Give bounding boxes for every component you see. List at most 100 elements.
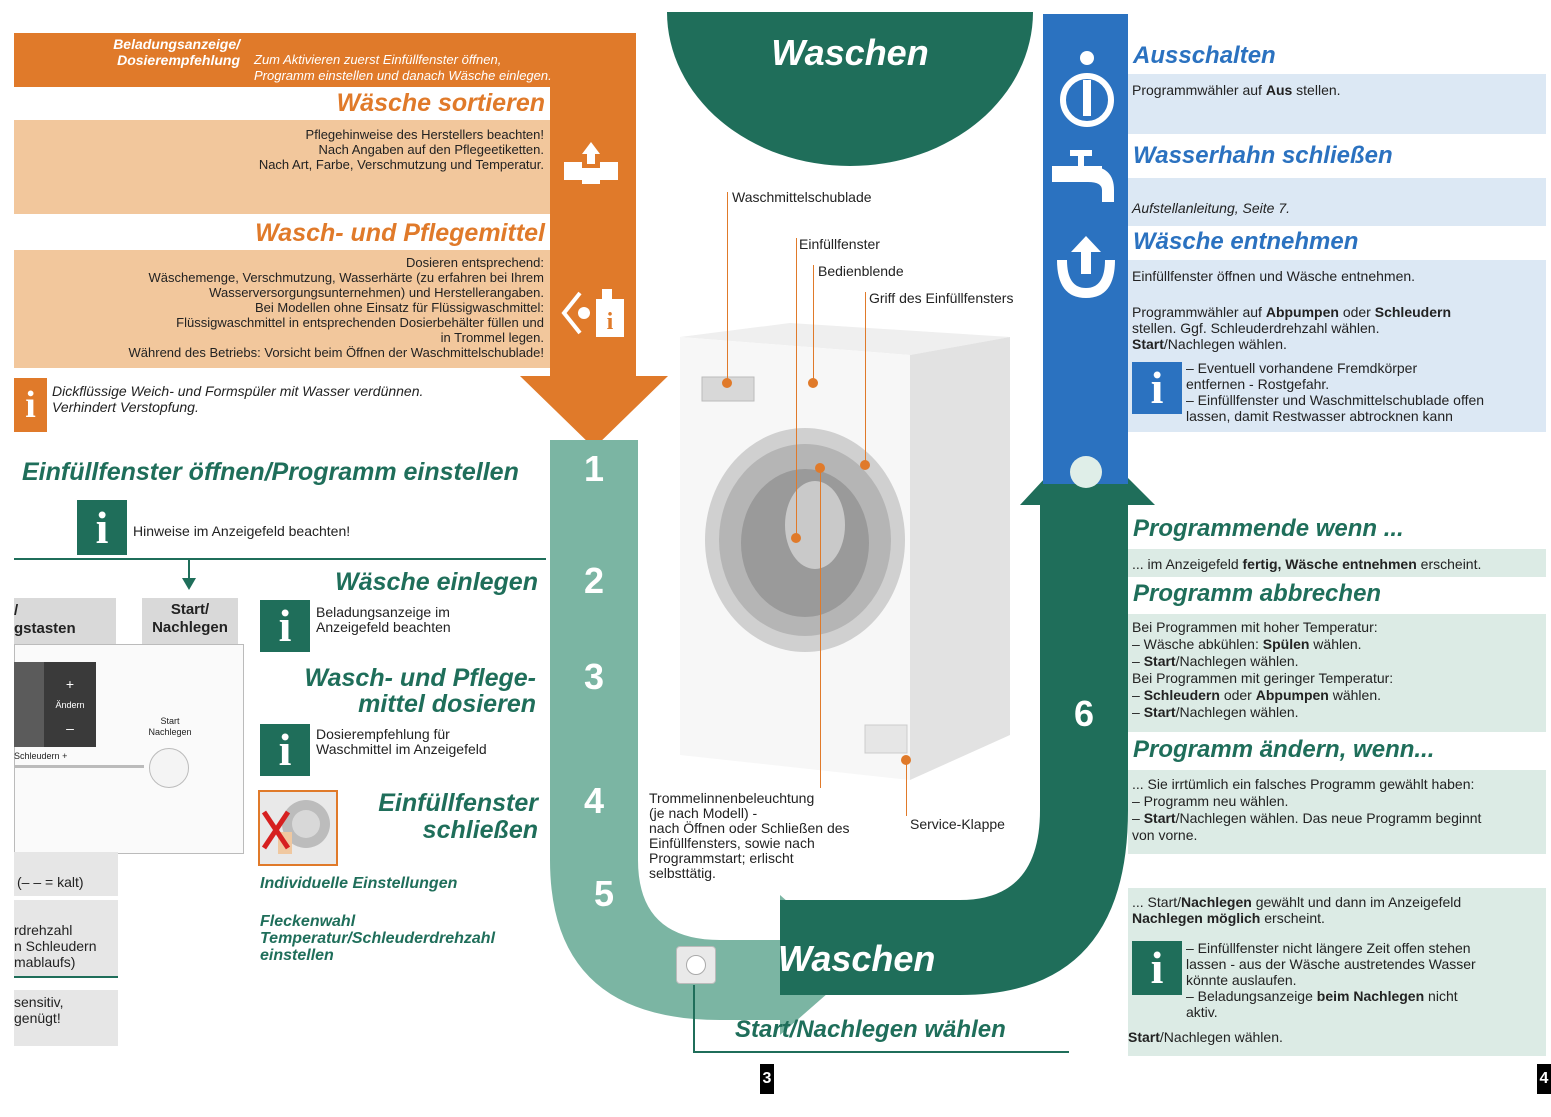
detergent-line: Bei Modellen ohne Einsatz für Flüssigwas… [254,300,544,315]
detergent-line: Dosieren entsprechend: [405,255,544,270]
label-window: Einfüllfenster [799,236,880,252]
off-box [1128,74,1546,134]
step-number-5: 5 [594,873,615,914]
handle-leader [865,292,866,462]
power-icon [1060,51,1114,127]
window-dot [791,533,801,543]
abort-2b: Spülen [1262,636,1310,652]
off-text-pre: Programmwähler auf [1132,82,1266,98]
change-3a: – [1132,810,1144,826]
abort-6c: /Nachlegen wählen. [1175,704,1299,720]
off-text-post: stellen. [1292,82,1341,98]
remove-note: – Einfüllfenster und Waschmittelschublad… [1186,392,1485,424]
handle-dot [860,460,870,470]
remove-note: – Eventuell vorhandene Fremdkörper entfe… [1186,360,1418,392]
abort-3c: /Nachlegen wählen. [1175,653,1299,669]
panel-slider [14,765,144,768]
abort-box [1128,614,1546,732]
drawer-dot [722,378,732,388]
remove-2c: oder [1338,304,1375,320]
change-line: – Start/Nachlegen wählen. Das neue Progr… [1132,810,1546,844]
service-leader [906,760,907,816]
dark-green-u-band [780,435,1155,995]
abort-5b: Schleudern [1143,687,1220,703]
tap-text: Aufstellanleitung, Seite 7. [1132,200,1290,216]
small-round-icon-inner [686,955,706,975]
off-text: Programmwähler auf Aus stellen. [1132,82,1341,98]
window-leader [796,238,797,538]
change-box [1128,770,1546,854]
remove-2d: Schleudern [1374,304,1451,320]
label-handle: Griff des Einfüllfensters [869,290,1014,306]
start-label: Start/Nachlegen wählen [735,1016,1006,1043]
abort-6a: – [1132,704,1144,720]
panel-spin: Schleudern [14,751,60,761]
abort-text: Bei Programmen mit hoher Temperatur: – W… [1132,619,1393,721]
remove-laundry-icon [1057,236,1115,298]
note-text: Dickflüssige Weich- und Formspüler mit W… [52,383,424,415]
panel-col2-label: Start/ Nachlegen [152,601,228,636]
add-note-1: – Einfüllfenster nicht längere Zeit offe… [1186,940,1476,988]
change-line: – Programm neu wählen. [1132,793,1289,809]
add-note-2: – Beladungsanzeige beim Nachlegen nicht … [1186,988,1546,1020]
add-2b: erscheint. [1260,910,1325,926]
abort-line: – Start/Nachlegen wählen. [1132,704,1393,721]
white-circle-marker [1070,456,1102,488]
add-note-2b: beim Nachlegen [1316,988,1425,1004]
panel-start-knob [149,748,189,788]
panel-leader [813,265,814,383]
washing-machine-illustration [680,323,1010,780]
end-a: ... im Anzeigefeld [1132,556,1243,572]
off-title: Ausschalten [1133,42,1276,69]
spin-text: rdrehzahl n Schleudern mablaufs) [14,922,97,970]
cold-text: (– – = kalt) [17,874,84,890]
remove-info-icon: i [1132,362,1182,414]
label-service: Service-Klappe [910,816,1005,832]
remove-title: Wäsche entnehmen [1133,228,1359,255]
abort-line: – Schleudern oder Abpumpen wählen. [1132,687,1393,704]
sensitive-box [14,990,118,1046]
change-3b: Start [1143,810,1176,826]
abort-5d: Abpumpen [1255,687,1329,703]
top-wash-title: Waschen [771,32,929,73]
dose-title: Wasch- und Pflege- mittel dosieren [304,664,536,718]
detergent-line: Wäschemenge, Verschmutzung, Wasserhärte … [148,270,544,285]
remove-2f: Start [1132,336,1164,352]
change-3c: /Nachlegen wählen. Das neue Programm beg… [1132,810,1482,843]
sort-box [14,120,550,214]
add-final: Start/Nachlegen wählen. [1128,1029,1283,1045]
panel-col1-label: / gstasten [14,602,76,637]
arrow-down-small [182,578,196,590]
remove-text-1: Einfüllfenster öffnen und Wäsche entnehm… [1132,268,1416,284]
abort-6b: Start [1143,704,1176,720]
add-info-icon: i [1132,941,1182,995]
detergent-box [14,250,550,368]
start-line-horizontal [693,1051,1069,1053]
step-number-2: 2 [584,560,605,601]
step-number-1: 1 [584,448,605,489]
add-box [1128,888,1546,1056]
detergent-lines: Dosieren entsprechend: Wäschemenge, Vers… [14,255,544,360]
abort-3b: Start [1143,653,1176,669]
detergent-line: Flüssigwaschmittel in entsprechenden Dos… [176,315,544,330]
note-info-icon: i [14,378,47,432]
svg-text:i: i [607,309,614,335]
orange-header-band [14,33,550,87]
step-number-3: 3 [584,656,605,697]
remove-2b: Abpumpen [1265,304,1339,320]
abort-line: – Wäsche abkühlen: Spülen wählen. [1132,636,1393,653]
sort-line: Nach Angaben auf den Pflegeetiketten. [318,142,544,157]
add-final-b: /Nachlegen wählen. [1159,1029,1283,1045]
end-b: fertig, Wäsche entnehmen [1242,556,1417,572]
add-2a: Nachlegen möglich [1132,910,1261,926]
panel-spin-plus: + [62,751,68,761]
add-line-2: Nachlegen möglich erscheint. [1132,910,1461,926]
stain-settings: Fleckenwahl Temperatur/Schleuderdrehzahl… [260,913,496,964]
add-note-2c: nicht aktiv. [1186,988,1458,1020]
light-green-u-band [550,440,860,1035]
panel-start-label: Start Nachlegen [148,716,192,737]
detergent-icon: i [561,289,624,337]
abort-5a: – [1132,687,1144,703]
top-wash-half-circle [667,12,1033,166]
add-1b: Nachlegen [1181,894,1252,910]
